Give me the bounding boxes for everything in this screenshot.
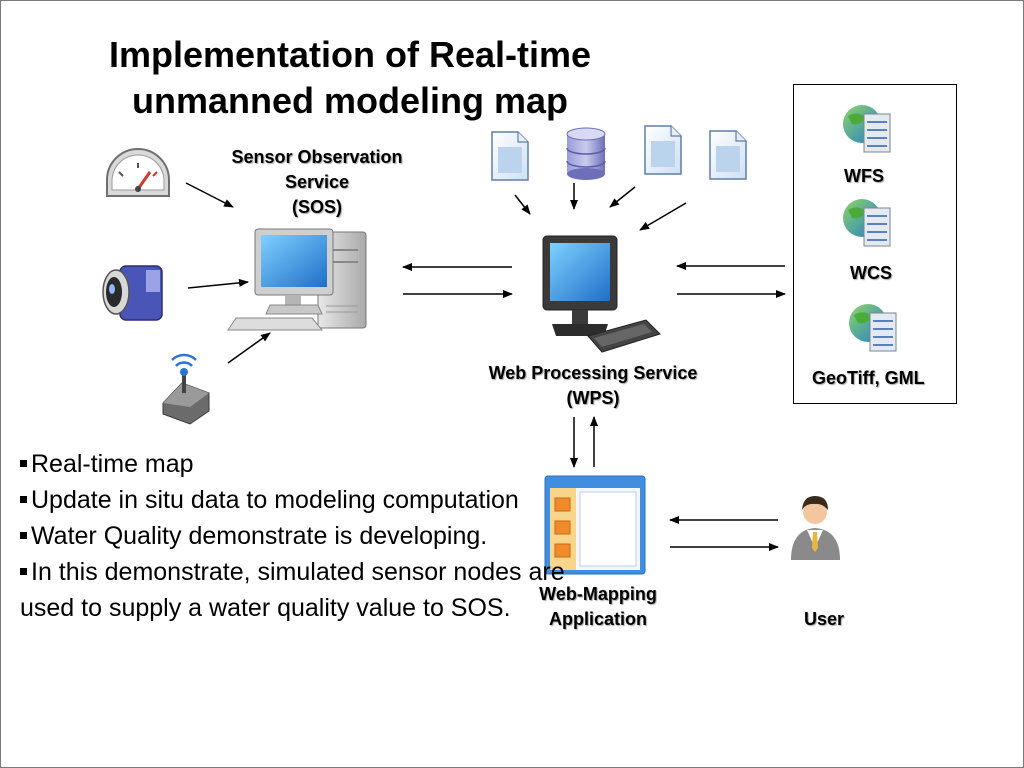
bullet-text: Real-time map [31,450,194,478]
arrow-doc3-to-wps [639,202,687,231]
sos-caption-line-3: (SOS) [291,197,342,217]
bullet-item: Real-time map [20,446,580,482]
wireless-sensor-icon [162,353,210,425]
camera-icon [102,265,163,321]
web-mapping-caption-line-2: Application [549,609,647,629]
bullet-item: Water Quality demonstrate is developing. [20,518,580,554]
wps-computer-icon [542,235,661,353]
document-icon [491,131,529,181]
bullet-text: Water Quality demonstrate is developing. [31,522,488,550]
bullet-marker-icon [20,568,27,575]
bullet-text: In this demonstrate, simulated sensor no… [20,558,565,622]
wps-caption-line-1: Web Processing Service [488,363,698,383]
title-line-1: Implementation of Real-time [108,34,592,75]
document-icon [644,125,682,175]
service-label-wcs: WCS [850,263,892,283]
globe-server-icon [843,199,891,247]
database-icon [566,127,606,180]
title-line-2: unmanned modeling map [131,80,569,121]
bullet-marker-icon [20,496,27,503]
sos-caption-line-1: Sensor Observation [231,147,403,167]
user-caption: User [774,607,874,632]
bullet-list: Real-time map Update in situ data to mod… [20,446,580,626]
globe-server-icon [849,304,897,352]
slide-title: Implementation of Real-time unmanned mod… [30,32,670,124]
bullet-marker-icon [20,460,27,467]
service-label-wfs: WFS [844,166,884,186]
web-mapping-caption: Web-Mapping Application [498,582,698,632]
globe-server-icon [843,105,891,153]
web-app-window-icon [544,475,646,575]
bullet-marker-icon [20,532,27,539]
gauge-icon [106,148,170,197]
arrow-gauge-to-sos [185,182,234,208]
arrow-wireless-to-sos [227,332,271,364]
sos-caption-line-2: Service [284,172,350,192]
sos-computer-icon [227,228,367,331]
document-icon [709,130,747,180]
wps-caption-line-2: (WPS) [566,388,620,408]
bullet-item: In this demonstrate, simulated sensor no… [20,554,580,626]
web-mapping-caption-line-1: Web-Mapping [539,584,657,604]
user-caption-label: User [803,609,845,629]
bullet-text: Update in situ data to modeling computat… [31,486,519,514]
bullet-item: Update in situ data to modeling computat… [20,482,580,518]
user-icon [791,496,840,560]
sos-caption: Sensor Observation Service (SOS) [200,145,434,220]
wps-caption: Web Processing Service (WPS) [450,361,736,411]
arrow-doc2-to-wps [609,186,636,208]
service-label-geotiff-gml: GeoTiff, GML [812,368,925,388]
arrow-camera-to-sos [187,278,249,289]
arrow-doc1-to-wps [514,194,531,215]
